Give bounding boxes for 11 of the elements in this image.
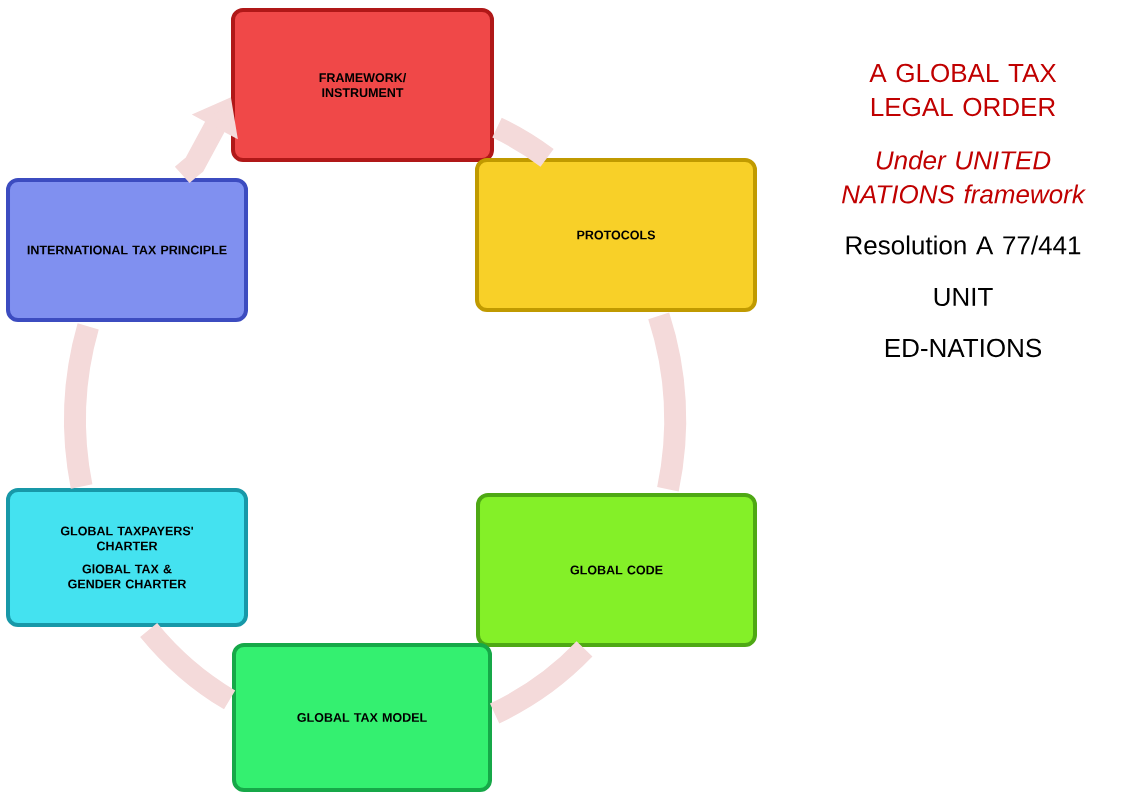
process-box: GLOBAL CODE bbox=[476, 493, 757, 647]
heading-text: Resolution A 77/441 bbox=[846, 235, 1081, 255]
heading-text: ED-NATIONS bbox=[885, 338, 1042, 358]
process-box: GLOBAL TAXPAYERS' CHARTER GlOBAL TAX & GENDER CHARTER bbox=[6, 488, 248, 627]
process-box: INTERNATIONAL TAX PRINCIPLE bbox=[6, 178, 248, 322]
process-box: FRAMEWORK/ INSTRUMENT bbox=[231, 8, 494, 162]
heading-text: UNIT bbox=[934, 287, 993, 307]
process-box: GLOBAL TAX MODEL bbox=[232, 643, 492, 792]
heading-text: Under UNITED NATIONS framework bbox=[842, 150, 1086, 204]
heading-text: A GLOBAL TAX LEGAL ORDER bbox=[869, 63, 1057, 117]
process-box: PROTOCOLS bbox=[475, 158, 757, 312]
